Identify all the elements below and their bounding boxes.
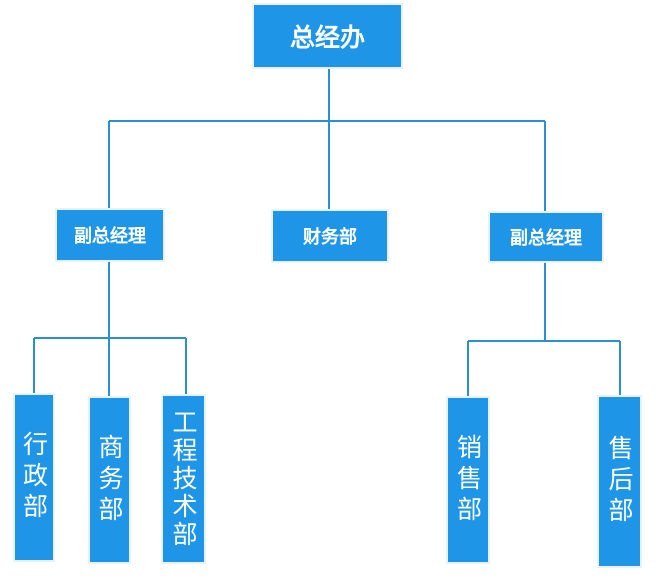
node-after-sales: 售后部	[597, 395, 642, 568]
node-engineering-label: 工程技术部	[169, 409, 198, 549]
node-deputy-left: 副总经理	[55, 208, 165, 262]
node-admin-label: 行政部	[19, 431, 49, 524]
node-deputy-right: 副总经理	[488, 211, 604, 263]
node-engineering: 工程技术部	[161, 394, 206, 564]
node-admin: 行政部	[13, 393, 55, 562]
node-finance-label: 财务部	[303, 227, 357, 248]
node-business-label: 商务部	[95, 433, 124, 527]
node-root: 总经办	[252, 3, 403, 69]
node-sales: 销售部	[446, 396, 490, 564]
node-deputy-left-label: 副总经理	[74, 226, 146, 247]
node-business: 商务部	[88, 396, 131, 564]
node-after-sales-label: 售后部	[605, 435, 634, 528]
node-finance: 财务部	[271, 209, 389, 263]
node-sales-label: 销售部	[453, 433, 483, 527]
node-root-label: 总经办	[289, 23, 365, 52]
node-deputy-right-label: 副总经理	[510, 228, 582, 249]
